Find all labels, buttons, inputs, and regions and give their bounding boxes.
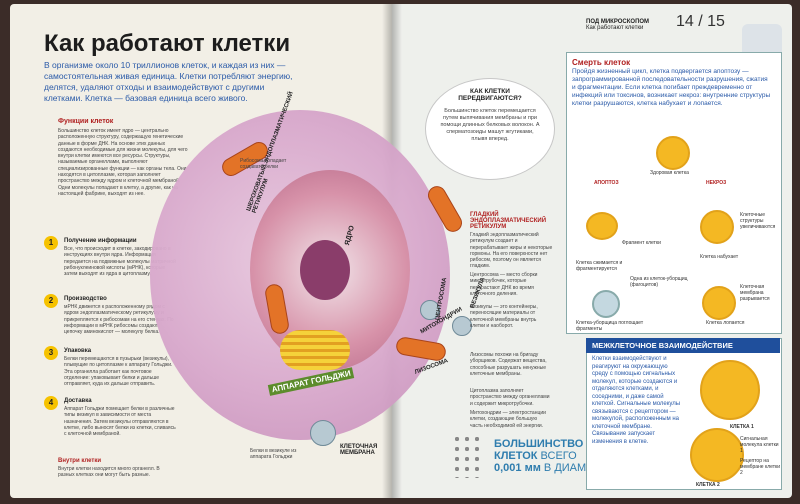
cytoplasm-text: Цитоплазма заполняет пространство между …	[470, 388, 550, 407]
golgi-shape	[280, 330, 350, 370]
functions-text: Большинство клеток имеет ядро — централь…	[58, 128, 188, 197]
mitochondria-text: Митохондрии — электростанции клетки, соз…	[470, 410, 546, 429]
bursts-label: Клетка лопается	[706, 320, 745, 326]
page-title: Как работают клетки	[44, 30, 291, 57]
running-header-top: ПОД МИКРОСКОПОМ	[586, 19, 650, 25]
cell-movement-badge	[425, 78, 555, 180]
step-title-2: Производство	[64, 296, 107, 302]
size-fact-d: 0,001 мм	[494, 462, 541, 474]
necrosis-label: НЕКРОЗ	[706, 180, 727, 186]
step-title-3: Упаковка	[64, 348, 92, 354]
swells-label: Клетка набухает	[700, 254, 739, 260]
vesicle-text: Везикулы — это контейнеры, переносящие м…	[470, 304, 538, 329]
page-numbers: 14 / 15	[676, 13, 725, 30]
receptor-label: Рецептор на мембране клетки 2	[740, 458, 781, 476]
centrosome-text: Центросома — место сборки микротрубочек,…	[470, 272, 538, 297]
step-text-1: Все, что происходит в клетке, закодирова…	[64, 246, 176, 278]
cell-death-panel	[566, 52, 782, 334]
cell-2	[690, 428, 744, 482]
vesicle-shape	[420, 300, 440, 320]
step-text-2: мРНК движется к расположенному рядом с я…	[64, 304, 174, 336]
size-fact-b: КЛЕТОК	[494, 450, 538, 462]
cell-1-label: КЛЕТКА 1	[730, 424, 754, 430]
size-fact: БОЛЬШИНСТВО КЛЕТОК ВСЕГО 0,001 мм В ДИАМ…	[494, 438, 615, 474]
step-title-4: Доставка	[64, 398, 92, 404]
nucleolus-shape	[300, 240, 350, 300]
interaction-text: Клетки взаимодействуют и реагируют на ок…	[592, 356, 681, 445]
badge-title: КАК КЛЕТКИ ПЕРЕДВИГАЮТСЯ?	[458, 88, 522, 102]
step-text-3: Белки перемещаются в пузырьки (везикулы)…	[64, 356, 173, 388]
bursting-cell	[702, 286, 736, 320]
organelles-header: Внутри клетки	[58, 458, 102, 464]
dots-graphic	[452, 434, 482, 478]
necrotic-cell	[700, 210, 734, 244]
badge-text: Большинство клеток перемещается путем вы…	[440, 108, 540, 142]
running-header: ПОД МИКРОСКОПОМ Как работают клетки	[586, 19, 649, 31]
running-header-sub: Как работают клетки	[586, 25, 644, 31]
smooth-er-text: Гладкий эндоплазматический ретикулум соз…	[470, 232, 553, 270]
vesicle-note: Белки в везикуле из аппарата Гольджи	[250, 448, 297, 461]
size-fact-c: ВСЕГО	[540, 450, 577, 462]
phagocyte-label: Одна из клеток-уборщиц (фагоцитов)	[630, 276, 688, 288]
step-text-4: Аппарат Гольджи помещает белки в различн…	[64, 406, 176, 438]
size-fact-a: БОЛЬШИНСТВО	[494, 438, 584, 450]
vesicle-shape	[310, 420, 336, 446]
apoptotic-cell	[586, 212, 618, 240]
apoptosis-label: АПОПТОЗ	[594, 180, 619, 186]
label-membrane: КЛЕТОЧНАЯ МЕМБРАНА	[340, 444, 378, 456]
lysosome-shape	[452, 316, 472, 336]
intro-text: В организме около 10 триллионов клеток, …	[44, 60, 293, 103]
step-number-3: 3	[44, 346, 58, 360]
label-smooth-er: ГЛАДКИЙ ЭНДОПЛАЗМАТИЧЕСКИЙ РЕТИКУЛУМ	[470, 212, 547, 230]
cell-death-text: Пройдя жизненный цикл, клетка подвергает…	[572, 68, 771, 107]
step-number-2: 2	[44, 294, 58, 308]
phagocyte-cell	[592, 290, 620, 318]
ribosome-note: Рибосома попадает создавать белки	[240, 158, 287, 171]
cell-1	[700, 360, 760, 420]
membrane-breaks-label: Клеточная мембрана разрывается	[740, 284, 770, 302]
healthy-cell	[656, 136, 690, 170]
lysosome-text: Лизосомы похожи на бригаду уборщиков. Со…	[470, 352, 547, 377]
shrinks-label: Клетка сжимается и фрагментируется	[576, 260, 623, 272]
step-number-4: 4	[44, 396, 58, 410]
fragment-label: Фрагмент клетки	[622, 240, 661, 246]
healthy-label: Здоровая клетка	[650, 170, 689, 176]
step-number-1: 1	[44, 236, 58, 250]
cell-2-label: КЛЕТКА 2	[696, 482, 720, 488]
absorbs-label: Клетка-уборщица поглощает фрагменты	[576, 320, 644, 332]
functions-header: Функции клеток	[58, 118, 114, 125]
cell-death-title: Смерть клеток	[572, 58, 631, 67]
interaction-title: МЕЖКЛЕТОЧНОЕ ВЗАИМОДЕЙСТВИЕ	[586, 338, 780, 353]
swollen-label: Клеточные структуры увеличиваются	[740, 212, 776, 230]
signal-label: Сигнальная молекула клетки 1	[740, 436, 779, 454]
organelles-text: Внутри клетки находится много органелл. …	[58, 466, 160, 479]
step-title-1: Получение информации	[64, 238, 137, 244]
